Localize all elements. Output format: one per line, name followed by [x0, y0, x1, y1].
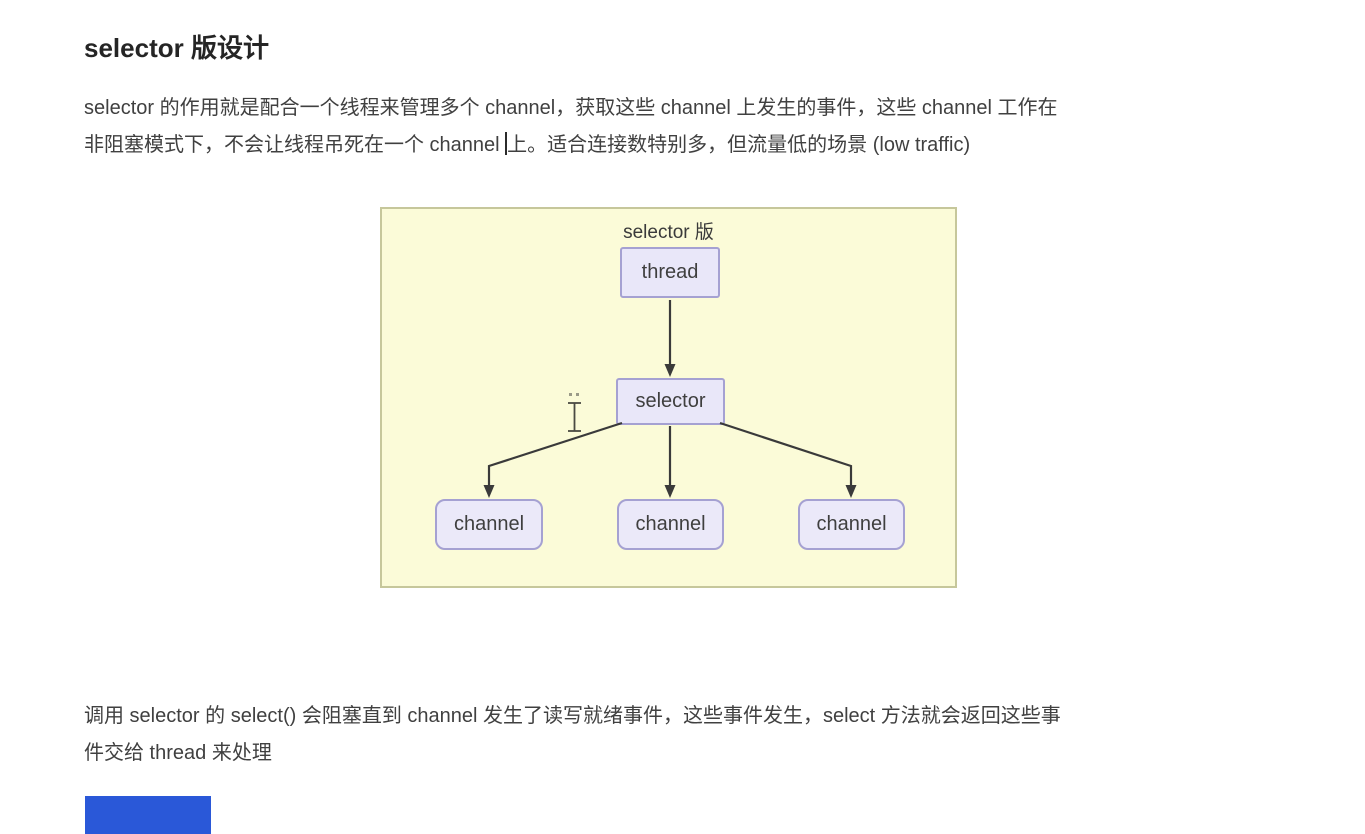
selector-diagram-figure[interactable]: selector 版 thread selector channel chann…: [380, 207, 957, 588]
i-beam-cursor-icon: [568, 393, 581, 432]
diagram-title: selector 版: [623, 222, 714, 243]
arrow-selector-to-channel-left: [483, 421, 623, 498]
diagram-node-selector: selector: [616, 378, 725, 425]
node-label: channel: [635, 513, 706, 535]
diagram-node-channel-right: channel: [798, 499, 905, 550]
diagram-node-channel-left: channel: [435, 499, 543, 550]
paragraph-line: 调用 selector 的 select() 会阻塞直到 channel 发生了…: [84, 705, 1061, 727]
paragraph-line: selector 的作用就是配合一个线程来管理多个 channel，获取这些 c…: [84, 97, 1058, 119]
paragraph-selector-purpose[interactable]: selector 的作用就是配合一个线程来管理多个 channel，获取这些 c…: [84, 90, 1058, 164]
arrow-thread-to-selector: [664, 300, 676, 377]
diagram-node-channel-middle: channel: [617, 499, 724, 550]
arrow-selector-to-channel-right: [719, 421, 857, 498]
diagram-node-thread: thread: [620, 247, 720, 298]
node-label: selector: [635, 390, 706, 412]
bottom-blue-block: [85, 796, 211, 834]
node-label: thread: [641, 261, 699, 283]
text-caret: [505, 132, 508, 155]
paragraph-line: 非阻塞模式下，不会让线程吊死在一个 channel 上。适合连接数特别多，但流量…: [84, 127, 1058, 164]
page-title[interactable]: selector 版设计: [84, 33, 269, 63]
node-label: channel: [453, 513, 525, 535]
paragraph-text-after-caret: 上。适合连接数特别多，但流量低的场景 (low traffic): [507, 134, 971, 156]
paragraph-line: 件交给 thread 来处理: [84, 742, 272, 764]
node-label: channel: [816, 513, 887, 535]
arrow-selector-to-channel-middle: [664, 426, 676, 498]
paragraph-text-before-caret: 非阻塞模式下，不会让线程吊死在一个 channel: [84, 134, 506, 156]
paragraph-select-behavior[interactable]: 调用 selector 的 select() 会阻塞直到 channel 发生了…: [84, 698, 1061, 772]
